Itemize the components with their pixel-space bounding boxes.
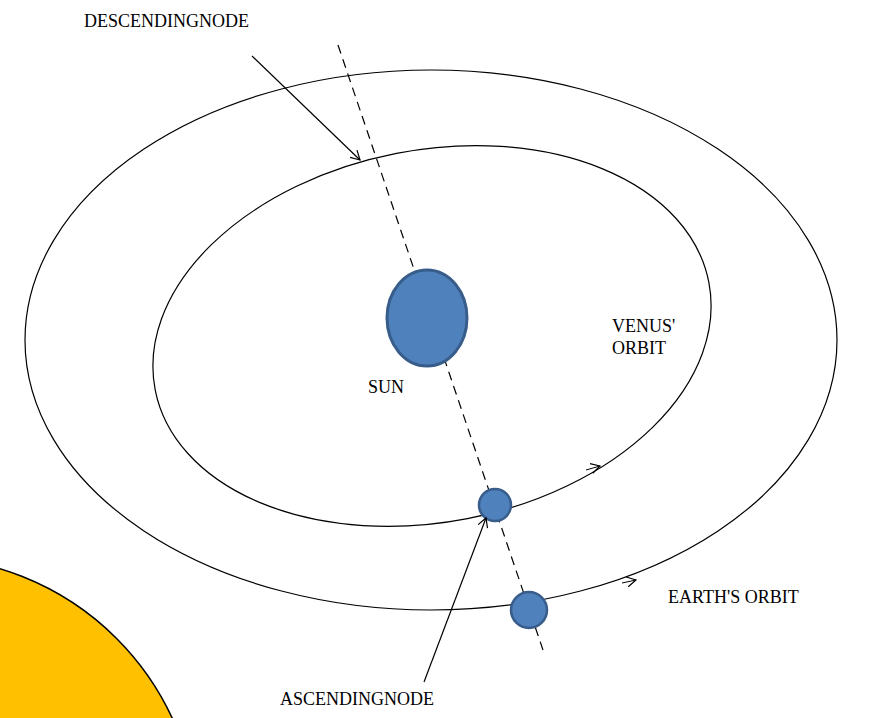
- node-label: ASCENDINGNODE: [280, 688, 434, 710]
- earth: [511, 592, 547, 628]
- body-label: SUN: [368, 376, 404, 398]
- node-label: DESCENDINGNODE: [84, 10, 249, 32]
- orbit-label: EARTH'S ORBIT: [668, 586, 799, 608]
- orbit-direction-arrow: [586, 466, 600, 470]
- leader-arrow: [424, 518, 486, 682]
- orbit-label: VENUS' ORBIT: [612, 315, 692, 359]
- venus: [479, 489, 511, 521]
- leader-arrow: [252, 56, 360, 160]
- earth-orbit: [25, 70, 837, 610]
- line-of-nodes: [338, 45, 543, 650]
- sun: [387, 270, 467, 366]
- orbit-direction-arrow: [622, 580, 636, 583]
- venus-orbit: [120, 100, 745, 573]
- sun-glow: [0, 557, 198, 718]
